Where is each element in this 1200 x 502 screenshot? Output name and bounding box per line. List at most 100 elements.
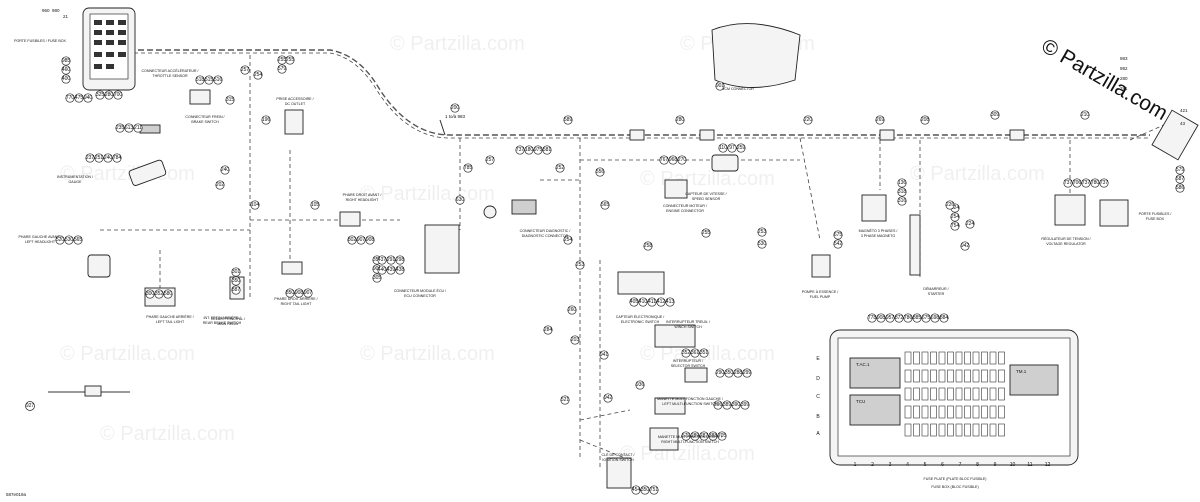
callout-bubble: 985 bbox=[61, 56, 71, 66]
bubble-number: 390 bbox=[732, 402, 741, 408]
callout-bubble: 705 bbox=[717, 431, 727, 441]
fuse-slot bbox=[981, 369, 988, 383]
callout-bubble: 251 bbox=[94, 153, 104, 163]
bubble-number: 907 bbox=[304, 290, 313, 296]
fuse-slot bbox=[921, 405, 929, 419]
bubble-number: 942 bbox=[961, 243, 970, 249]
callout-bubble: 351 bbox=[699, 348, 709, 358]
callout-bubble: 240 bbox=[103, 153, 113, 163]
fuse-slot bbox=[955, 351, 963, 365]
connector-label: PORTE FUSIBLES / FUSE BOX bbox=[14, 39, 66, 43]
ecu-connector bbox=[424, 224, 460, 274]
corner-watermark: © Partzilla.com bbox=[1038, 34, 1172, 125]
callout-bubble: 706 bbox=[1072, 178, 1082, 188]
callout-bubble: 350 bbox=[231, 276, 241, 286]
callout-bubble: 675 bbox=[921, 313, 931, 323]
relay-1 bbox=[849, 357, 901, 389]
bubble-number: 259 bbox=[737, 145, 746, 151]
fuse-slot bbox=[904, 387, 912, 401]
bubble-number: 530 bbox=[65, 237, 74, 243]
bubble-number: 301 bbox=[232, 269, 241, 275]
fuse-slot bbox=[938, 423, 946, 437]
bubble-number: 556 bbox=[596, 169, 605, 175]
bubble-number: 257 bbox=[486, 157, 495, 163]
fuse-slot bbox=[913, 369, 920, 383]
callout-bubble: 413 bbox=[665, 297, 675, 307]
bubble-number: 785 bbox=[464, 165, 473, 171]
voltage-regulator bbox=[1054, 194, 1086, 226]
magneto-connector bbox=[861, 194, 887, 222]
bubble-number: 936 bbox=[636, 382, 645, 388]
bubble-number: 737 bbox=[1082, 180, 1091, 186]
bubble-number: 542 bbox=[834, 241, 843, 247]
col-label: 11 bbox=[1027, 462, 1032, 468]
bubble-number: 927 bbox=[26, 403, 35, 409]
bubble-number: 350 bbox=[232, 278, 241, 284]
bubble-number: 258 bbox=[644, 243, 653, 249]
connector-label: INTERRUPTEUR /SELECTOR SWITCH bbox=[671, 359, 706, 368]
callout-bubble: 542 bbox=[833, 239, 843, 249]
bubble-number: 587 bbox=[1176, 176, 1185, 182]
bubble-number: 200 bbox=[451, 105, 460, 111]
connector-label: POMPE À ESSENCE /FUEL PUMP bbox=[802, 290, 839, 299]
bubble-number: 940 bbox=[84, 95, 93, 101]
connector-label: CONNECTEUR FREIN /BRAKE SWITCH bbox=[185, 115, 224, 124]
callout-bubble: 254 bbox=[563, 235, 573, 245]
callout-bubble: 224 bbox=[965, 219, 975, 229]
callout-bubble: 254 bbox=[253, 70, 263, 80]
bubble-number: 737 bbox=[516, 147, 525, 153]
bubble-number: 298 bbox=[396, 257, 405, 263]
connector-label: CONNECTEUR MOTEUR /ENGINE CONNECTOR bbox=[663, 204, 707, 213]
connector-label: CAPTEUR ÉLECTRONIQUE /ELECTRONIC SWITCH bbox=[616, 314, 665, 324]
callout-bubble: 887 bbox=[231, 285, 241, 295]
callout-bubble: 208 bbox=[920, 115, 930, 125]
bubble-number: 942 bbox=[604, 395, 613, 401]
harness-label: 1 to/à 983 bbox=[445, 114, 466, 119]
bubble-number: 784 bbox=[113, 155, 122, 161]
connector-label: MAGNÉTO 3 PHASES /3 PHASE MAGNETO bbox=[859, 228, 898, 238]
callout-bubble: 361 bbox=[690, 348, 700, 358]
bubble-number: 210 bbox=[1081, 112, 1090, 118]
watermark: © Partzilla.com bbox=[60, 343, 195, 365]
bubble-number: 520 bbox=[56, 237, 65, 243]
callout-bubble: 884 bbox=[939, 313, 949, 323]
bubble-number: 786 bbox=[904, 315, 913, 321]
callout-bubble: 200 bbox=[450, 103, 460, 113]
multi-function-switch-left bbox=[654, 397, 686, 415]
callout-bubble: 388 bbox=[708, 431, 718, 441]
bubble-number: 226 bbox=[946, 202, 955, 208]
bubble-number: 288 bbox=[734, 370, 743, 376]
callout-bubble: 257 bbox=[240, 65, 250, 75]
callout-bubble: 287 bbox=[699, 431, 709, 441]
col-label: 10 bbox=[1010, 462, 1016, 468]
bubble-number: 287 bbox=[700, 433, 709, 439]
fuse-slot bbox=[998, 369, 1005, 383]
tag: 280 bbox=[1120, 76, 1128, 81]
bubble-number: 737 bbox=[1064, 180, 1073, 186]
col-label: 3 bbox=[889, 462, 892, 468]
bubble-number: 316 bbox=[898, 198, 907, 204]
callout-bubble: 104 bbox=[250, 200, 260, 210]
callout-bubble: 299 bbox=[742, 368, 752, 378]
bubble-number: 630 bbox=[456, 197, 465, 203]
fuse-slot bbox=[930, 369, 937, 383]
figure-code: 587e019a bbox=[6, 492, 27, 497]
connector-label: PHARE GAUCHE AVANT /LEFT HEADLIGHT bbox=[19, 235, 62, 244]
callout-bubble: 780 bbox=[1090, 178, 1100, 188]
callout-bubble: 400 bbox=[61, 74, 71, 84]
gear-switch bbox=[684, 367, 708, 383]
inline-connector bbox=[699, 129, 715, 141]
callout-bubble: 352 bbox=[681, 348, 691, 358]
right-headlight-connector bbox=[339, 211, 361, 227]
callout-bubble: 301 bbox=[231, 267, 241, 277]
fuse-slot bbox=[964, 369, 971, 383]
callout-bubble: 475 bbox=[74, 93, 84, 103]
callout-bubble: 767 bbox=[659, 155, 669, 165]
bubble-number: 438 bbox=[396, 267, 405, 273]
callout-bubble: 579 bbox=[277, 64, 287, 74]
bubble-number: 754 bbox=[951, 223, 960, 229]
callout-bubble: 410 bbox=[638, 297, 648, 307]
bubble-number: 706 bbox=[1073, 180, 1082, 186]
bubble-number: 237 bbox=[86, 155, 95, 161]
callout-bubble: 318 bbox=[897, 187, 907, 197]
